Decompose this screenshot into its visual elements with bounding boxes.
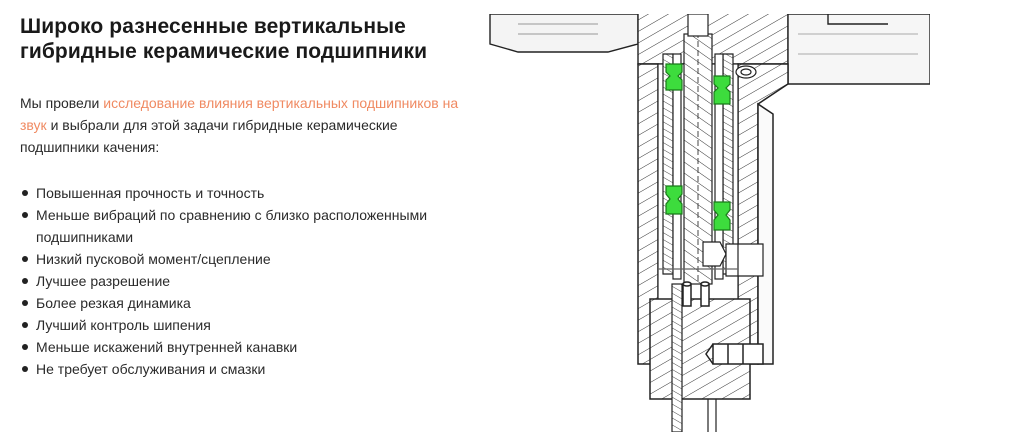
list-item: Более резкая динамика	[20, 292, 460, 314]
intro-text-before: Мы провели	[20, 95, 104, 111]
text-column: Широко разнесенные вертикальные гибридны…	[20, 14, 460, 380]
list-item: Лучшее разрешение	[20, 270, 460, 292]
section-title-line1: Широко разнесенные вертикальные	[20, 15, 406, 38]
research-link[interactable]: исследование влияния вертикальных подшип…	[20, 95, 459, 133]
bearing-cross-section-figure	[488, 13, 931, 432]
intro-paragraph: Мы провели исследование влияния вертикал…	[20, 92, 460, 158]
section-title-line2: гибридные керамические подшипники	[20, 40, 428, 63]
section-title: Широко разнесенные вертикальные гибридны…	[20, 14, 460, 64]
list-item: Не требует обслуживания и смазки	[20, 358, 460, 380]
intro-text-after: и выбрали для этой задачи гибридные кера…	[20, 117, 398, 155]
list-item: Меньше искажений внутренней канавки	[20, 336, 460, 358]
list-item: Низкий пусковой момент/сцепление	[20, 248, 460, 270]
list-item: Лучший контроль шипения	[20, 314, 460, 336]
list-item: Повышенная прочность и точность	[20, 182, 460, 204]
features-list: Повышенная прочность и точность Меньше в…	[20, 182, 460, 380]
bearing-cross-section-drawing	[489, 13, 931, 432]
list-item: Меньше вибраций по сравнению с близко ра…	[20, 204, 460, 248]
